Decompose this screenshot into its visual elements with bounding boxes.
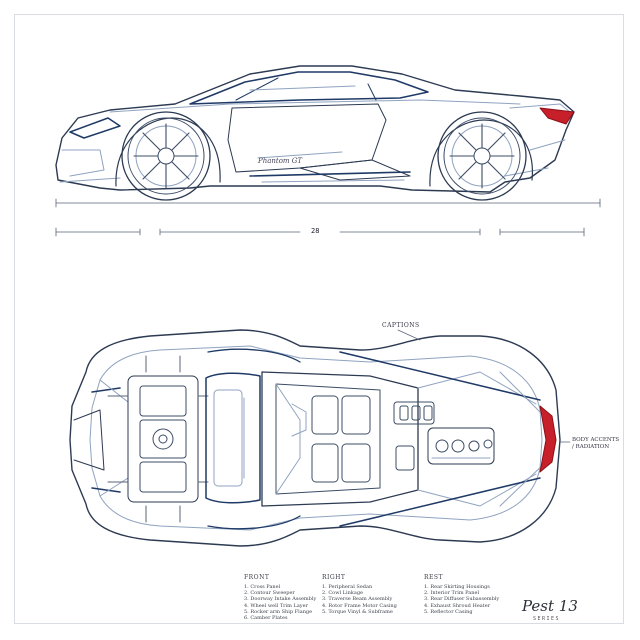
wheel-spokes: [133, 123, 515, 189]
legend-item: 1. Peripheral Sedan: [322, 584, 373, 590]
top-view-caption: CAPTIONS: [382, 322, 420, 329]
tail-light-top: [539, 405, 557, 473]
side-view-badge: Phantom GT: [258, 157, 303, 165]
legend-right: RIGHT 1. Peripheral Sedan 2. Cowl Linkag…: [322, 574, 397, 615]
brand-subtitle: SERIES: [533, 616, 561, 622]
legend-item: 4. Rotor Frame Motor Casing: [322, 602, 397, 609]
dimension-lines: [55, 198, 601, 237]
legend-front: FRONT 1. Cross Panel 2. Contour Sweeper …: [244, 574, 316, 621]
legend-rest: REST 1. Rear Skirting Housings 2. Interi…: [424, 574, 499, 615]
legend-item: 2. Cowl Linkage: [322, 590, 363, 597]
legend-item: 5. Torque Vinyl & Subframe: [322, 608, 393, 615]
overall-length-dimension: 28: [311, 227, 320, 235]
legend-heading: REST: [424, 574, 444, 581]
top-view-car: [69, 329, 571, 547]
tail-light-side: [539, 107, 575, 125]
side-view-car: [55, 65, 575, 201]
legend-item: 3. Rear Diffuser Subassembly: [424, 596, 500, 603]
legend-item: 6. Camber Plates: [244, 615, 288, 622]
legend-heading: FRONT: [244, 574, 270, 581]
legend-item: 1. Rear Skirting Housings: [424, 584, 490, 590]
legend-item: 1. Cross Panel: [244, 584, 281, 590]
legend-item: 3. Traverse Beam Assembly: [322, 596, 393, 603]
drawing-sheet-border: [14, 14, 624, 624]
legend-item: 2. Interior Trim Panel: [424, 590, 480, 597]
brand-signature: Pest 13: [522, 597, 578, 615]
legend-item: 4. Wheel well Trim Layer: [244, 602, 308, 609]
legend-item: 4. Exhaust Shroud Heater: [424, 602, 491, 609]
legend-heading: RIGHT: [322, 574, 346, 581]
top-view-side-caption: BODY ACCENTS / RADIATION: [572, 437, 620, 450]
legend-item: 5. Rocker arm Ship Flange: [244, 608, 313, 615]
legend-item: 3. Doorway Intake Assembly: [244, 596, 317, 603]
legend-item: 5. Reflector Casing: [424, 608, 473, 615]
legend-item: 2. Contour Sweeper: [244, 590, 295, 597]
